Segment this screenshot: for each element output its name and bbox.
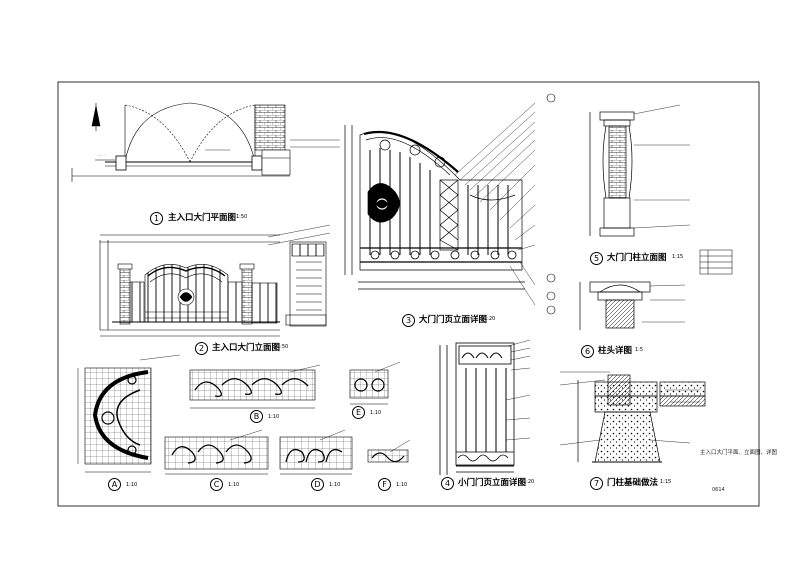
detail-d-letter: D bbox=[311, 478, 324, 491]
view-3-number: 3 bbox=[402, 314, 415, 327]
detail-b-drawing bbox=[189, 369, 316, 409]
north-arrow-icon bbox=[91, 103, 101, 131]
view-2-title: 主入口大门立面图 bbox=[212, 343, 281, 353]
view-1-title: 主入口大门平面图 bbox=[168, 213, 237, 223]
view-6-title: 柱头详图 bbox=[598, 346, 633, 356]
view-4-scale: 1:20 bbox=[523, 479, 535, 485]
detail-e-drawing bbox=[349, 369, 389, 405]
post-foundation-drawing bbox=[577, 374, 706, 463]
gate-elevation-drawing bbox=[99, 234, 327, 337]
view-2-number: 2 bbox=[195, 342, 208, 355]
detail-c-letter: C bbox=[210, 478, 223, 491]
detail-a-drawing bbox=[77, 367, 152, 473]
sheet-code: 0614 bbox=[712, 487, 725, 493]
view-7-scale: 1:15 bbox=[660, 479, 672, 485]
svg-text:· · · ·: · · · · bbox=[98, 154, 105, 158]
detail-d-drawing bbox=[279, 436, 353, 475]
view-5-scale: 1:15 bbox=[672, 254, 684, 260]
view-4-title: 小门门页立面详图 bbox=[458, 478, 527, 488]
gate-plan-drawing: · · · · bbox=[71, 102, 291, 182]
view-4-number: 4 bbox=[441, 477, 454, 490]
view-6-scale: 1:5 bbox=[635, 347, 644, 353]
view-3-title: 大门门页立面详图 bbox=[419, 315, 488, 325]
big-gate-leader-lines bbox=[454, 102, 536, 306]
detail-e-letter: E bbox=[352, 406, 365, 419]
post-head-detail-drawing bbox=[579, 281, 651, 330]
detail-f-drawing bbox=[367, 449, 409, 463]
view-7-number: 7 bbox=[590, 477, 603, 490]
small-gate-leaf-drawing bbox=[439, 342, 515, 475]
big-gate-leaf-drawing bbox=[344, 125, 525, 290]
detail-e-scale: 1:10 bbox=[370, 410, 382, 416]
view-1-scale: 1:50 bbox=[236, 214, 248, 220]
sheet-border bbox=[57, 81, 760, 507]
detail-b-scale: 1:10 bbox=[268, 414, 280, 420]
gate-post-elevation-drawing bbox=[589, 111, 635, 237]
view-7-title: 门柱基础做法 bbox=[607, 478, 659, 488]
view-6-number: 6 bbox=[581, 345, 594, 358]
detail-c-scale: 1:10 bbox=[228, 482, 240, 488]
footer-note: 主入口大门平面、立面图、详图 bbox=[700, 450, 778, 456]
detail-f-letter: F bbox=[378, 478, 391, 491]
legend-table bbox=[699, 249, 733, 275]
detail-b-letter: B bbox=[250, 410, 263, 423]
detail-c-drawing bbox=[164, 436, 269, 475]
detail-f-scale: 1:10 bbox=[396, 482, 408, 488]
detail-a-letter: A bbox=[108, 478, 121, 491]
view-2-scale: 1:50 bbox=[277, 344, 289, 350]
big-gate-callouts bbox=[546, 93, 556, 315]
detail-a-scale: 1:10 bbox=[126, 482, 138, 488]
detail-d-scale: 1:10 bbox=[329, 482, 341, 488]
view-5-number: 5 bbox=[590, 252, 603, 265]
view-3-scale: 1:20 bbox=[484, 316, 496, 322]
view-5-title: 大门门柱立面图 bbox=[607, 253, 667, 263]
view-1-number: 1 bbox=[150, 212, 163, 225]
